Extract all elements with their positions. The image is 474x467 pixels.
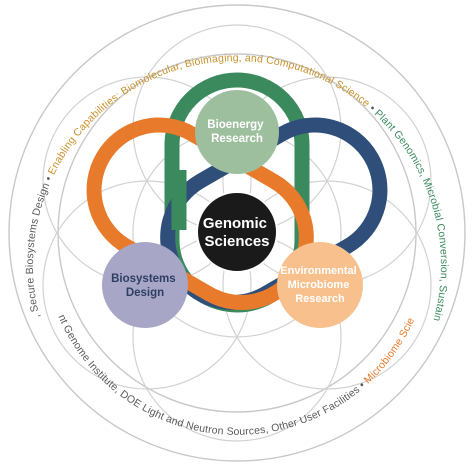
ring-lower-separator-3: •	[0, 0, 2, 3]
ring-upper-separator-1: •	[41, 172, 56, 186]
biosystems-node	[102, 242, 188, 328]
ring-upper-separator-3: •	[0, 0, 2, 3]
outer-ring-inner	[57, 53, 417, 413]
bioenergy-label: Bioenergy Research	[207, 119, 266, 145]
microbiome-node	[277, 242, 363, 328]
genomic-sciences-label: Genomic Sciences	[203, 215, 271, 250]
biosystems-label: Biosystems Design	[111, 273, 179, 299]
bioenergy-node	[195, 90, 279, 174]
genomic-sciences-center	[196, 191, 278, 273]
microbiome-label: Environmental Microbiome Research	[280, 265, 359, 305]
outer-ring-outer	[8, 4, 466, 462]
ring-lower-separator-1: •	[0, 0, 2, 3]
